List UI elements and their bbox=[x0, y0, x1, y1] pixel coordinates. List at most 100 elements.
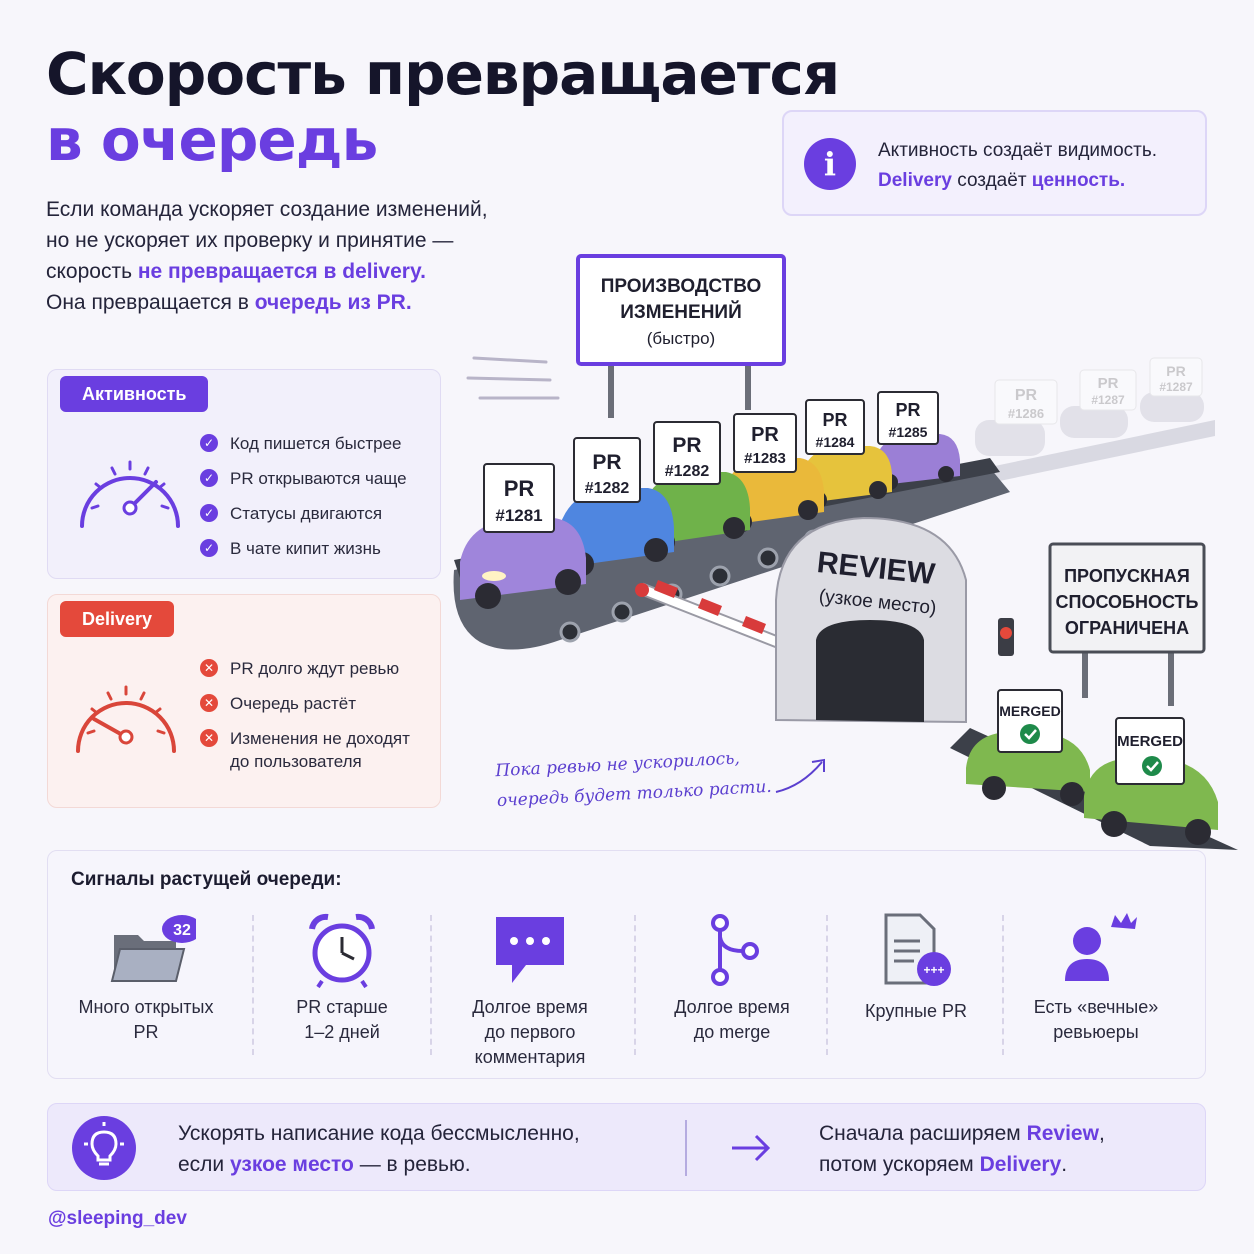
svg-text:#1282: #1282 bbox=[665, 463, 710, 480]
list-item: ✕Изменения не доходят до пользователя bbox=[200, 727, 420, 773]
svg-text:ПРОИЗВОДСТВО: ПРОИЗВОДСТВО bbox=[601, 276, 762, 297]
svg-text:PR: PR bbox=[751, 424, 779, 446]
svg-text:#1287: #1287 bbox=[1159, 380, 1193, 394]
alarm-clock-icon bbox=[309, 913, 375, 989]
intro-line: скорость не превращается в delivery. bbox=[46, 260, 426, 283]
svg-text:#1287: #1287 bbox=[1091, 393, 1125, 407]
conclusion-bar: Ускорять написание кода бессмысленно, ес… bbox=[47, 1103, 1206, 1191]
svg-text:PR: PR bbox=[592, 451, 621, 474]
activity-list: ✓Код пишется быстрее ✓PR открываются чащ… bbox=[200, 432, 407, 572]
car-pr-1281: PR #1281 bbox=[460, 463, 586, 609]
intro-line: Если команда ускоряет создание изменений… bbox=[46, 198, 488, 221]
svg-text:MERGED: MERGED bbox=[999, 703, 1060, 719]
info-icon: i bbox=[804, 138, 856, 190]
page-title-line1: Скорость превращается bbox=[46, 40, 840, 108]
cross-icon: ✕ bbox=[200, 729, 218, 747]
divider bbox=[252, 915, 254, 1055]
list-item: ✕Очередь растёт bbox=[200, 692, 420, 715]
svg-text:PR: PR bbox=[895, 400, 920, 420]
divider bbox=[430, 915, 432, 1055]
svg-text:PR: PR bbox=[1098, 375, 1119, 392]
svg-text:СПОСОБНОСТЬ: СПОСОБНОСТЬ bbox=[1056, 592, 1199, 612]
intro-line: но не ускоряет их проверку и принятие — bbox=[46, 229, 454, 252]
activity-label: Активность bbox=[60, 376, 209, 412]
signal-large-prs: +++ Крупные PR bbox=[836, 911, 996, 1024]
list-item: ✓PR открываются чаще bbox=[200, 467, 407, 490]
check-icon: ✓ bbox=[200, 504, 218, 522]
activity-panel: Активность ✓Код пишется быстрее ✓PR откр… bbox=[47, 369, 441, 579]
signal-open-prs: 32 Много открытых PR bbox=[60, 911, 232, 1045]
svg-text:#1283: #1283 bbox=[744, 450, 786, 467]
svg-text:PR: PR bbox=[672, 434, 701, 457]
svg-text:#1286: #1286 bbox=[1008, 406, 1044, 421]
info-text: Активность создаёт видимость. Delivery с… bbox=[878, 140, 1158, 191]
svg-text:#1285: #1285 bbox=[889, 424, 928, 440]
divider bbox=[634, 915, 636, 1055]
svg-text:+++: +++ bbox=[923, 963, 944, 977]
intro-highlight: очередь из PR. bbox=[254, 291, 412, 314]
svg-text:#1284: #1284 bbox=[816, 434, 855, 450]
lightbulb-icon bbox=[72, 1116, 136, 1180]
info-card: i Активность создаёт видимость. Delivery… bbox=[782, 110, 1207, 216]
speed-lines bbox=[466, 356, 560, 400]
svg-text:32: 32 bbox=[173, 922, 191, 939]
list-item: ✓Статусы двигаются bbox=[200, 502, 407, 525]
svg-text:(быстро): (быстро) bbox=[647, 329, 715, 348]
svg-text:ИЗМЕНЕНИЙ: ИЗМЕНЕНИЙ bbox=[620, 301, 742, 323]
review-tunnel: REVIEW (узкое место) bbox=[775, 516, 1014, 724]
intro-text: Если команда ускоряет создание изменений… bbox=[46, 194, 566, 318]
signal-time-to-merge: Долгое время до merge bbox=[644, 911, 820, 1045]
svg-text:#1282: #1282 bbox=[585, 480, 630, 497]
delivery-list: ✕PR долго ждут ревью ✕Очередь растёт ✕Из… bbox=[200, 657, 420, 785]
signal-first-comment: Долгое время до первого комментария bbox=[440, 911, 620, 1070]
svg-text:#1281: #1281 bbox=[495, 506, 542, 525]
arrow-right-icon bbox=[732, 1134, 771, 1162]
delivery-panel: Delivery ✕PR долго ждут ревью ✕Очередь р… bbox=[47, 594, 441, 808]
svg-text:PR: PR bbox=[1015, 387, 1038, 404]
car-pr-1285: PR #1285 bbox=[874, 391, 960, 490]
delivery-label: Delivery bbox=[60, 601, 175, 637]
car-merged-2: MERGED bbox=[1084, 717, 1218, 845]
list-item: ✓Код пишется быстрее bbox=[200, 432, 407, 455]
check-icon: ✓ bbox=[200, 434, 218, 452]
conclusion-right: Сначала расширяем Review, потом ускоряем… bbox=[819, 1122, 1105, 1176]
divider bbox=[685, 1120, 687, 1176]
list-item: ✕PR долго ждут ревью bbox=[200, 657, 420, 680]
conveyor-illustration: ПРОИЗВОДСТВО ИЗМЕНЕНИЙ (быстро) PR #1286… bbox=[453, 254, 1238, 850]
speedometer-fast-icon bbox=[80, 460, 180, 528]
cross-icon: ✕ bbox=[200, 659, 218, 677]
speedometer-slow-icon bbox=[76, 685, 176, 753]
intro-highlight: не превращается в delivery. bbox=[137, 260, 426, 283]
cross-icon: ✕ bbox=[200, 694, 218, 712]
svg-text:MERGED: MERGED bbox=[1117, 733, 1183, 750]
page-title-line2: в очередь bbox=[46, 106, 378, 174]
sign-capacity: ПРОПУСКНАЯ СПОСОБНОСТЬ ОГРАНИЧЕНА bbox=[1048, 542, 1206, 706]
note-arrow bbox=[775, 761, 823, 793]
sign-production: ПРОИЗВОДСТВО ИЗМЕНЕНИЙ (быстро) bbox=[576, 254, 786, 418]
reviewer-crown-icon bbox=[1065, 913, 1137, 981]
divider bbox=[826, 915, 828, 1055]
conclusion-left: Ускорять написание кода бессмысленно, ес… bbox=[178, 1122, 580, 1176]
large-file-icon: +++ bbox=[884, 913, 951, 986]
comment-icon bbox=[496, 917, 564, 983]
signals-title: Сигналы растущей очереди: bbox=[71, 869, 342, 890]
folder-icon: 32 bbox=[110, 915, 196, 982]
svg-text:ОГРАНИЧЕНА: ОГРАНИЧЕНА bbox=[1065, 618, 1189, 638]
svg-text:PR: PR bbox=[822, 410, 847, 430]
signal-eternal-reviewers: Есть «вечные» ревьюеры bbox=[1012, 911, 1180, 1045]
author-handle[interactable]: @sleeping_dev bbox=[48, 1208, 187, 1229]
signals-panel: Сигналы растущей очереди: 32 Много откры… bbox=[47, 850, 1206, 1079]
check-icon: ✓ bbox=[200, 539, 218, 557]
note-arrowhead bbox=[811, 758, 825, 772]
faded-cars: PR #1286 PR #1287 PR #1287 bbox=[975, 357, 1204, 456]
check-icon: ✓ bbox=[200, 469, 218, 487]
list-item: ✓В чате кипит жизнь bbox=[200, 537, 407, 560]
svg-text:ПРОПУСКНАЯ: ПРОПУСКНАЯ bbox=[1064, 566, 1190, 586]
signal-old-prs: PR старше 1–2 дней bbox=[262, 911, 422, 1045]
intro-line: Она превращается в очередь из PR. bbox=[46, 291, 412, 314]
car-merged-1: MERGED bbox=[966, 689, 1090, 806]
conveyor-belt bbox=[453, 468, 1010, 650]
svg-text:PR: PR bbox=[1166, 363, 1185, 379]
divider bbox=[1002, 915, 1004, 1055]
svg-text:PR: PR bbox=[504, 476, 535, 501]
